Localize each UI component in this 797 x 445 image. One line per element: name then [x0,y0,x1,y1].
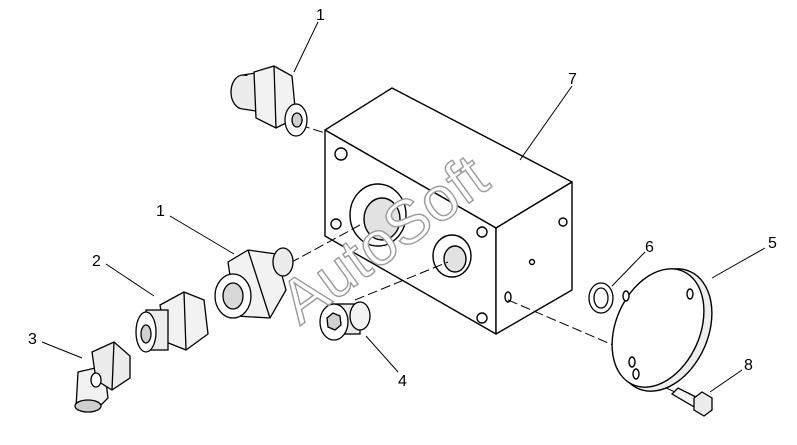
adapter-bore [140,324,152,344]
block-hole-top-left [334,147,348,161]
hex-plug-socket [326,312,342,331]
leader-7 [519,85,573,161]
middle-fitting [214,247,294,319]
bolt [670,387,713,417]
leader-8 [709,369,743,393]
callout-8: 8 [744,357,753,374]
leader-5 [711,247,766,279]
leader-lines [41,21,766,393]
block-side-lower-hole [504,291,512,303]
hex-plug-back [349,301,371,331]
block-side-small-hole [528,258,536,266]
cover-plate-face [611,268,705,388]
callout-1-top: 1 [316,7,325,24]
adapter-nut-edge [183,291,187,351]
middle-fitting-hex-edge [247,249,271,319]
elbow-bottom-opening [74,399,102,413]
middle-fitting-face-inner [222,282,244,310]
bolt-head [693,391,713,417]
upper-fitting [230,65,308,137]
cover-plate-hole-right [628,356,636,368]
cover-plate-hole-bottom [632,368,640,380]
callout-7: 7 [568,71,577,88]
middle-fitting-thread [272,247,294,277]
leader-3 [41,341,83,359]
valve-block-side-face [495,181,573,335]
upper-fitting-hex-edge [273,65,277,129]
callout-4: 4 [398,373,407,390]
elbow-nut-edge [111,341,115,391]
o-ring-outer [588,282,614,314]
hex-plug [319,301,371,341]
upper-fitting-bore [291,112,303,128]
leader-1-top [293,21,319,73]
block-hole-right [476,226,488,238]
cover-plate-hole-top [686,288,694,300]
callout-1-middle: 1 [156,203,165,220]
elbow-fitting [74,341,131,413]
leader-4 [365,335,399,373]
o-ring-inner [593,287,609,309]
o-ring [588,282,614,314]
cover-plate [611,268,713,392]
callout-6: 6 [645,239,654,256]
cover-plate-hole-left [622,290,630,302]
block-port-small-inner [443,245,467,273]
leader-2 [105,263,155,297]
block-hole-bottom-right [476,312,488,324]
elbow-side-port [90,372,102,388]
assembly-line-plug [354,261,449,301]
assembly-line-cover [507,299,621,349]
adapter [135,291,209,353]
callout-5: 5 [768,235,777,252]
block-hole-bottom-left [330,218,342,230]
leader-1-middle [169,215,235,255]
valve-block [324,87,573,335]
block-side-hole [558,217,568,227]
leader-6 [611,251,646,287]
callout-3: 3 [28,331,37,348]
block-port-large-inner [363,197,401,241]
callout-2: 2 [92,253,101,270]
